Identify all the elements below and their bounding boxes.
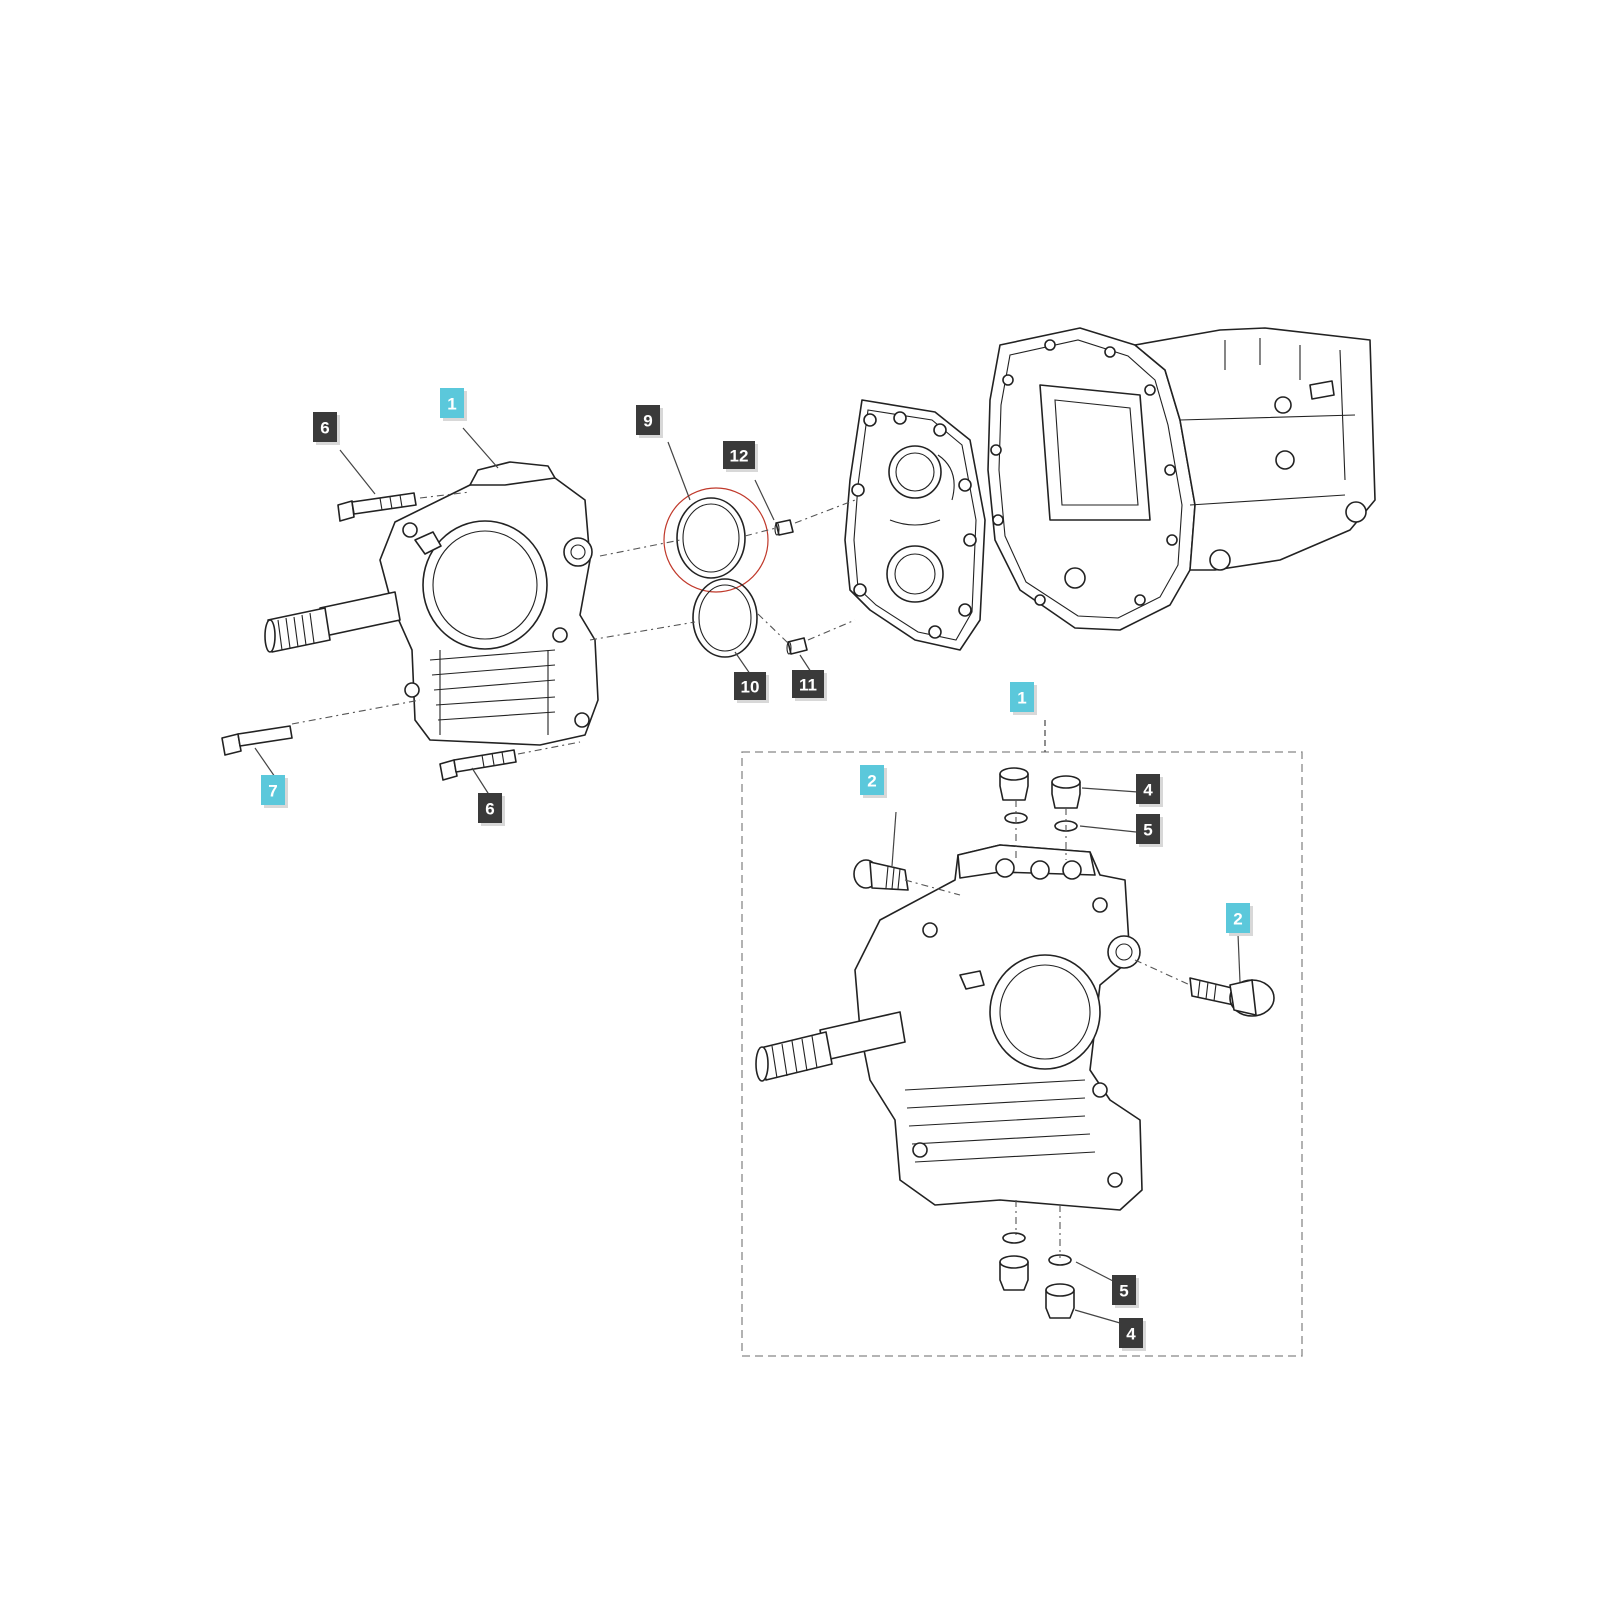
callout-label: 11 — [799, 676, 817, 695]
plug-top-left — [999, 767, 1029, 824]
o-ring-9 — [663, 487, 769, 593]
callout-label: 4 — [1126, 1325, 1136, 1344]
callout-box — [1112, 1275, 1136, 1305]
callout-label: 5 — [1119, 1282, 1128, 1301]
callout-label: 6 — [485, 800, 494, 819]
pin-11 — [786, 637, 808, 655]
plug-bottom-left — [999, 1232, 1029, 1291]
callout-box — [734, 672, 766, 700]
callout-box — [723, 441, 755, 469]
callout-label: 4 — [1143, 781, 1153, 800]
highlight-circle — [663, 487, 769, 593]
callout-label: 1 — [1017, 689, 1026, 708]
callout-label: 12 — [730, 447, 749, 466]
callout-box — [440, 388, 464, 418]
callout-box — [313, 412, 337, 442]
callout-c5-bottom: 5 — [1112, 1275, 1139, 1308]
callout-c4-top: 4 — [1136, 774, 1163, 807]
callout-box — [478, 793, 502, 823]
callout-c6-bottom: 6 — [478, 793, 505, 826]
o-ring-10 — [692, 578, 758, 658]
plug-bottom-right — [1045, 1254, 1075, 1319]
callout-box — [1226, 903, 1250, 933]
callout-box — [792, 670, 824, 698]
callout-c6-top: 6 — [313, 412, 340, 445]
callout-label: 5 — [1143, 821, 1152, 840]
callout-c10: 10 — [734, 672, 769, 703]
valve-2-left — [853, 859, 909, 891]
callout-label: 7 — [268, 782, 277, 801]
callout-c1-top: 1 — [440, 388, 467, 421]
pin-12 — [774, 519, 794, 536]
callout-label: 2 — [867, 772, 876, 791]
callout-label: 2 — [1233, 910, 1242, 929]
bolt-7 — [221, 725, 293, 756]
detail-frame — [741, 751, 1303, 1357]
callout-box — [860, 765, 884, 795]
detail-view — [741, 720, 1303, 1357]
callout-c1-detail: 1 — [1010, 682, 1037, 715]
bolt-6-top — [337, 492, 417, 522]
callout-c12: 12 — [723, 441, 758, 472]
plug-top-right — [1051, 775, 1081, 832]
pump-housing-detail — [755, 844, 1143, 1211]
callout-c2-right: 2 — [1226, 903, 1253, 936]
adapter-plate — [844, 399, 986, 651]
callout-label: 6 — [320, 419, 329, 438]
callout-label: 10 — [741, 678, 760, 697]
callout-box — [1136, 814, 1160, 844]
callout-c5-top: 5 — [1136, 814, 1163, 847]
callout-c4-bottom: 4 — [1119, 1318, 1146, 1351]
callout-label: 9 — [643, 412, 652, 431]
callout-box — [1136, 774, 1160, 804]
callout-box — [1010, 682, 1034, 712]
callout-c9: 9 — [636, 405, 663, 438]
callout-box — [261, 775, 285, 805]
bolt-6-bottom — [439, 749, 517, 781]
callout-box — [1119, 1318, 1143, 1348]
pump-housing — [264, 461, 599, 746]
main-assembly — [221, 327, 1376, 816]
transmission-housing — [987, 327, 1376, 631]
callout-box — [636, 405, 660, 435]
callout-c7: 7 — [261, 775, 288, 808]
callout-c2-left: 2 — [860, 765, 887, 798]
callout-label: 1 — [447, 395, 456, 414]
callout-c11: 11 — [792, 670, 827, 701]
valve-2-right — [1189, 977, 1275, 1017]
